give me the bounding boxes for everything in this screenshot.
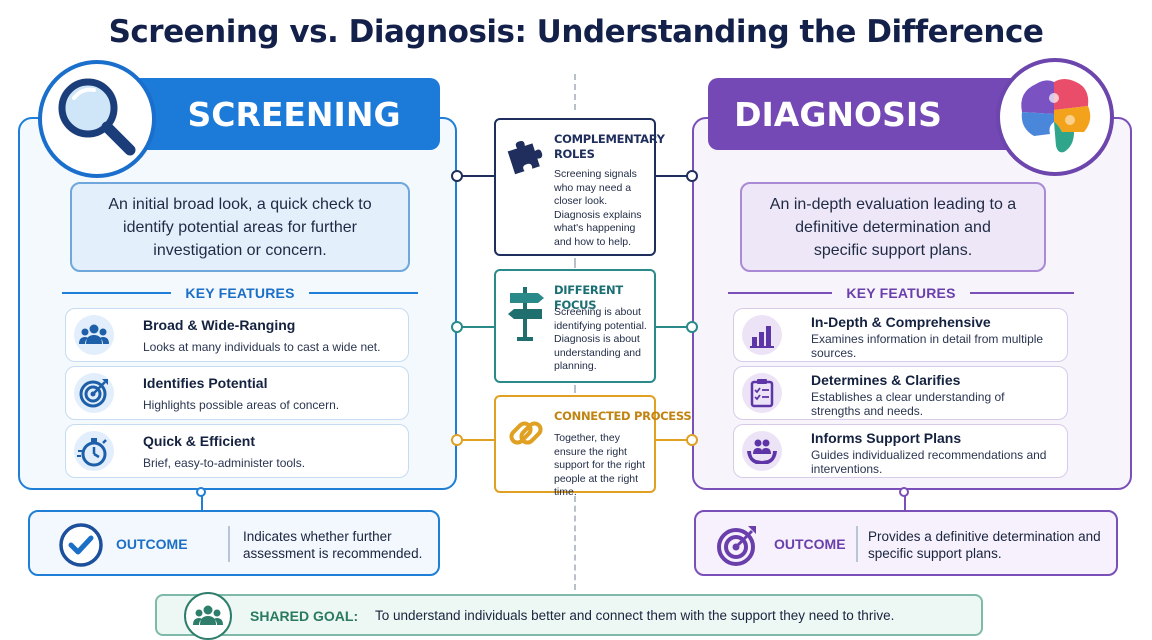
people-group-icon [184, 592, 232, 640]
diagnosis-description: An in-depth evaluation leading to a defi… [740, 182, 1046, 272]
outcome-text: Indicates whether further assessment is … [243, 529, 423, 561]
connector-node [196, 487, 206, 497]
diagnosis-feature-card: Determines & Clarifies Establishes a cle… [733, 366, 1068, 420]
page-title: Screening vs. Diagnosis: Understanding t… [108, 14, 1044, 50]
connector-node [451, 321, 463, 333]
diagnosis-key-features-label: KEY FEATURES [846, 285, 956, 301]
diagnosis-feature-card: In-Depth & Comprehensive Examines inform… [733, 308, 1068, 362]
puzzle-piece-icon [504, 132, 548, 180]
shared-goal-label: SHARED GOAL: [250, 608, 359, 624]
feature-text: Examines information in detail from mult… [811, 332, 1044, 360]
connector-line [656, 326, 692, 328]
connector-node [451, 434, 463, 446]
connector-node [451, 170, 463, 182]
center-divider-mid-1 [574, 258, 576, 268]
connector-node [686, 434, 698, 446]
screening-heading: SCREENING [187, 94, 401, 134]
diagnosis-heading: DIAGNOSIS [734, 94, 942, 134]
shared-goal-bar: SHARED GOAL: To understand individuals b… [155, 592, 983, 640]
connector-node [686, 170, 698, 182]
outcome-separator [228, 526, 230, 562]
connector-line [457, 439, 494, 441]
feature-title: Quick & Efficient [143, 433, 256, 449]
card-title: CONNECTED PROCESS [554, 409, 692, 423]
connector-line [457, 175, 494, 177]
magnifying-glass-icon [38, 60, 156, 178]
card-text: Screening is about identifying potential… [554, 306, 647, 372]
center-divider-top [574, 74, 576, 110]
target-icon [74, 373, 114, 413]
feature-text: Brief, easy-to-administer tools. [143, 456, 306, 470]
target-arrow-icon [714, 522, 760, 568]
outcome-connector [904, 490, 906, 510]
feature-text: Establishes a clear understanding of str… [811, 390, 1005, 418]
feature-text: Guides individualized recommendations an… [811, 448, 1047, 476]
diagnosis-outcome: OUTCOME Provides a definitive determinat… [694, 510, 1118, 576]
screening-feature-card: Quick & Efficient Brief, easy-to-adminis… [65, 424, 409, 478]
outcome-connector [201, 490, 203, 510]
connected-process-card: CONNECTED PROCESS Together, they ensure … [494, 395, 692, 498]
screening-feature-card: Identifies Potential Highlights possible… [65, 366, 409, 420]
clipboard-checklist-icon [742, 373, 782, 413]
feature-title: Broad & Wide-Ranging [143, 317, 296, 333]
outcome-label: OUTCOME [116, 536, 188, 552]
center-divider-bottom [574, 496, 576, 590]
screening-outcome: OUTCOME Indicates whether further assess… [28, 510, 440, 576]
feature-text: Highlights possible areas of concern. [143, 398, 340, 412]
diagnosis-feature-card: Informs Support Plans Guides individuali… [733, 424, 1068, 478]
outcome-separator [856, 526, 858, 562]
outcome-label: OUTCOME [774, 536, 846, 552]
screening-key-features-heading: KEY FEATURES [62, 283, 419, 303]
complementary-roles-card: COMPLEMENTARY ROLES Screening signals wh… [494, 118, 665, 256]
feature-text: Looks at many individuals to cast a wide… [143, 340, 381, 354]
feature-title: Identifies Potential [143, 375, 268, 391]
connector-line [457, 326, 494, 328]
different-focus-card: DIFFERENT FOCUS Screening is about ident… [494, 269, 656, 383]
hands-people-icon [742, 431, 782, 471]
feature-title: Determines & Clarifies [811, 372, 961, 388]
connector-node [899, 487, 909, 497]
signpost-icon [504, 283, 548, 341]
screening-key-features-label: KEY FEATURES [185, 285, 295, 301]
bar-chart-icon [742, 315, 782, 355]
card-text: Screening signals who may need a closer … [554, 168, 642, 248]
card-title: DIFFERENT FOCUS [554, 283, 623, 312]
people-group-icon [74, 315, 114, 355]
feature-title: In-Depth & Comprehensive [811, 314, 991, 330]
diagnosis-key-features-heading: KEY FEATURES [728, 283, 1075, 303]
connector-node [686, 321, 698, 333]
connector-line [656, 439, 692, 441]
brain-puzzle-icon [996, 58, 1114, 176]
diagnosis-banner: DIAGNOSIS [708, 78, 1028, 150]
outcome-text: Provides a definitive determination and … [868, 529, 1101, 561]
chain-link-icon [504, 409, 548, 457]
card-text: Together, they ensure the right support … [554, 432, 646, 498]
card-title: COMPLEMENTARY ROLES [554, 132, 665, 161]
screening-feature-card: Broad & Wide-Ranging Looks at many indiv… [65, 308, 409, 362]
connector-line [656, 175, 692, 177]
center-divider-mid-2 [574, 385, 576, 393]
screening-banner: SCREENING [108, 78, 440, 150]
shared-goal-text: To understand individuals better and con… [375, 608, 895, 623]
screening-description: An initial broad look, a quick check to … [70, 182, 410, 272]
feature-title: Informs Support Plans [811, 430, 962, 446]
stopwatch-icon [74, 431, 114, 471]
check-circle-icon [58, 522, 104, 568]
